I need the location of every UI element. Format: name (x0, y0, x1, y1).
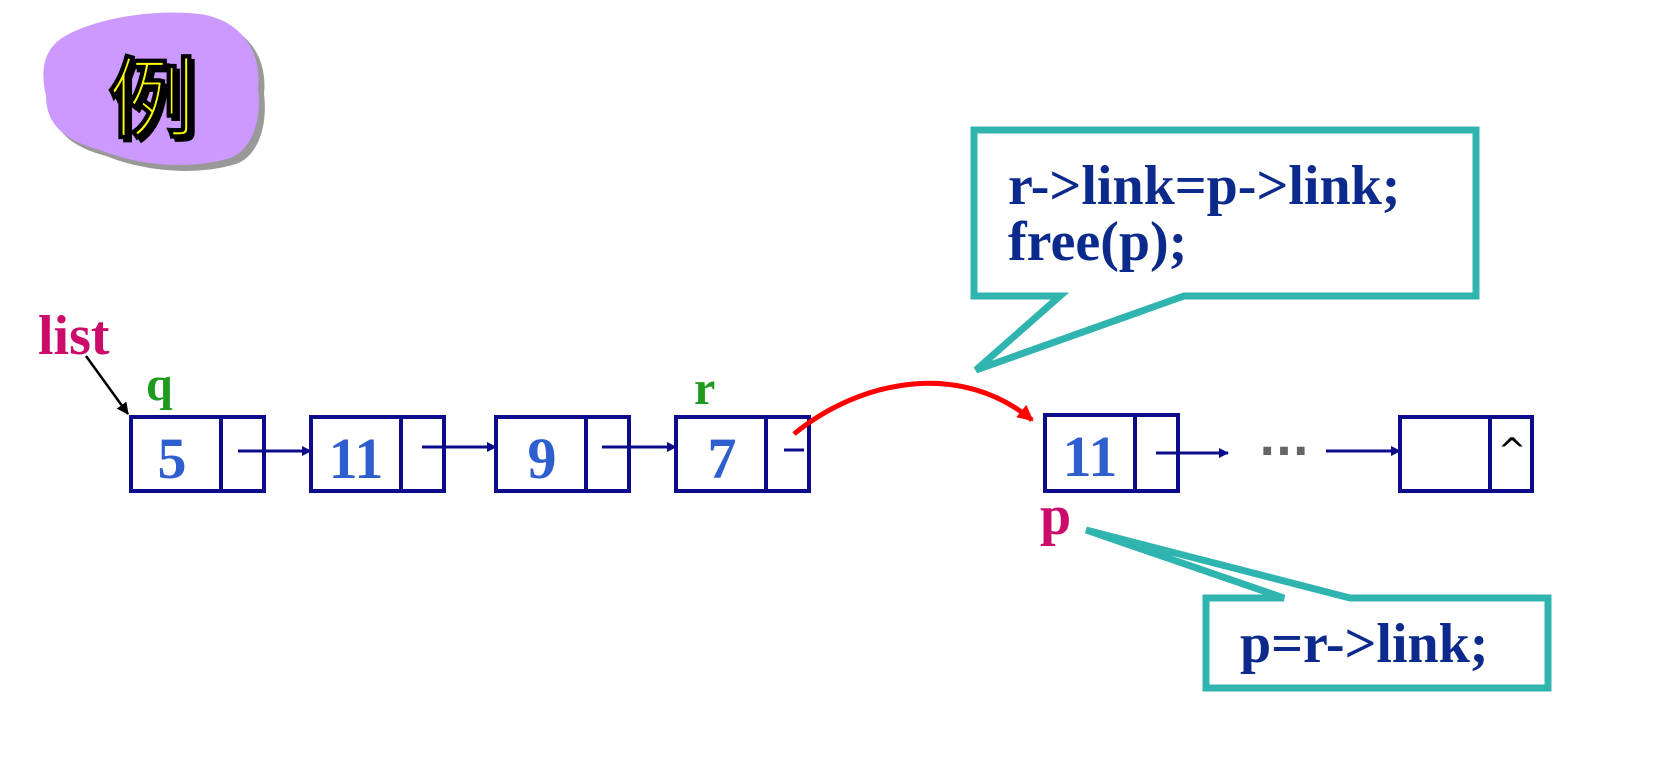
node-value: 11 (1063, 424, 1118, 489)
node-value: 9 (528, 426, 557, 491)
ellipsis: ··· (1259, 426, 1309, 477)
list-node-3: 9 (496, 417, 629, 491)
node-value: 11 (329, 426, 384, 491)
null-marker: ^ (1498, 431, 1527, 471)
callout-top-line1: r->link=p->link; (1008, 155, 1400, 217)
badge-text: 例 (108, 48, 196, 151)
node-value: 7 (708, 426, 737, 491)
bypass-arrow (794, 383, 1032, 434)
label-q: q (146, 358, 173, 411)
node-value: 5 (158, 426, 187, 491)
list-node-1: 5 (131, 417, 264, 491)
callout-bottom-line1: p=r->link; (1240, 613, 1488, 675)
list-node-2: 11 (311, 417, 444, 491)
callout-bottom: p=r->link; (1086, 530, 1548, 688)
label-r: r (694, 362, 715, 415)
callout-top: r->link=p->link; free(p); (974, 130, 1476, 370)
list-node-4: 7 (676, 417, 809, 491)
label-list: list (38, 305, 110, 367)
example-badge: 例 例 (43, 12, 264, 171)
label-p: p (1040, 485, 1071, 547)
callout-top-line2: free(p); (1008, 211, 1187, 273)
list-node-tail: ^ (1400, 417, 1532, 491)
